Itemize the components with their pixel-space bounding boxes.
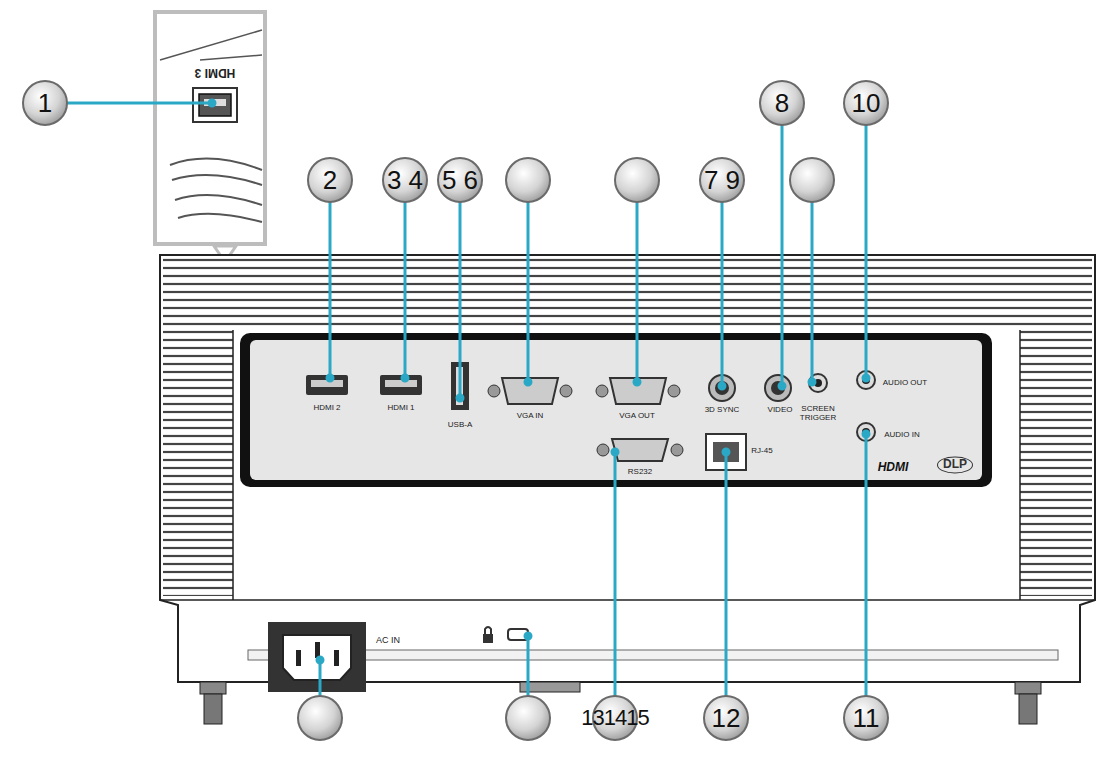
port-label: RJ-45 [751,447,772,456]
port-label: VGA OUT [619,412,655,421]
callout-number: 3 4 [387,166,423,195]
inset-view [155,12,265,262]
port-label: USB-A [448,421,472,430]
port-label: HDMI 1 [387,404,414,413]
leader-lines [67,100,869,696]
callout-circles [23,81,888,740]
port-label: 3D SYNC [705,406,740,415]
callout-number: 11 [853,704,880,733]
callout-number: 2 [323,166,337,195]
security-lock [483,627,528,643]
projector-body [160,255,1095,724]
callout-number: 10 [852,89,881,118]
port-label: HDMI 2 [313,404,340,413]
ac-inlet [268,622,366,692]
callout-number: 8 [775,89,789,118]
port-label: AUDIO OUT [883,379,927,388]
port-label: HDMI 3 [195,65,236,78]
port-label: AC IN [376,636,400,646]
callout-number: 12 [712,704,741,733]
port-label: VGA IN [517,412,544,421]
port-label: RS232 [628,468,652,477]
callout-number: 5 6 [442,166,478,195]
logo-text: HDMI [878,461,909,474]
callout-number: 1 [38,89,52,118]
port-label: AUDIO IN [884,431,920,440]
port-label: SCREEN TRIGGER [795,405,841,423]
callout-number: 7 9 [704,166,740,195]
callout-number: 131415 [581,706,648,730]
port-label: VIDEO [768,406,793,415]
